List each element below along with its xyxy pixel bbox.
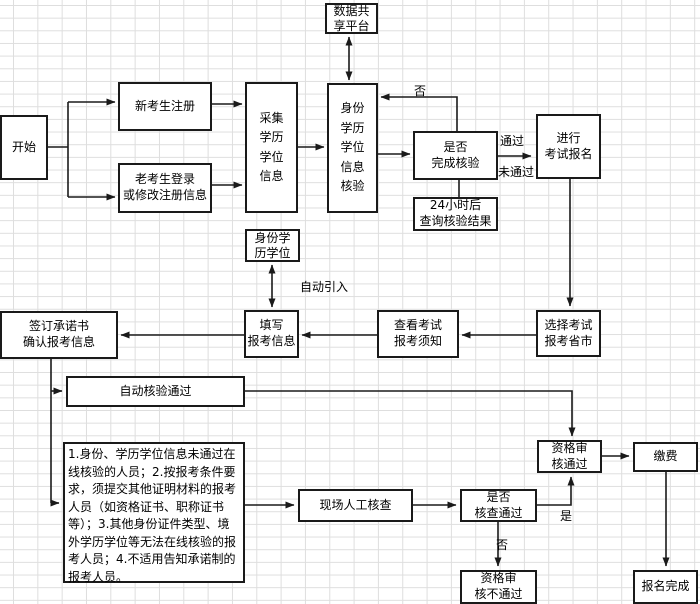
flow-node-sign-commitment: 签订承诺书 确认报考信息 bbox=[0, 311, 118, 359]
flow-node-payment: 缴费 bbox=[633, 442, 698, 472]
flow-node-auto-verify-passed: 自动核验通过 bbox=[66, 376, 245, 407]
flow-node-verify-info: 身份 学历 学位 信息 核验 bbox=[327, 83, 378, 213]
flow-node-id-edu-info: 身份学 历学位 bbox=[245, 229, 300, 262]
flow-node-check-passed: 是否 核查通过 bbox=[460, 489, 537, 522]
edge-label-auto-import: 自动引入 bbox=[300, 280, 349, 294]
flow-node-proceed-registration: 进行 考试报名 bbox=[536, 114, 601, 179]
edge-label-not-pass: 未通过 bbox=[498, 165, 535, 179]
edge-label-pass: 通过 bbox=[500, 134, 525, 148]
flow-node-data-platform: 数据共 享平台 bbox=[325, 3, 378, 34]
edge-label-yes: 是 bbox=[560, 509, 573, 523]
flow-node-collect-info: 采集 学历 学位 信息 bbox=[245, 82, 298, 213]
flow-node-select-province: 选择考试 报考省市 bbox=[536, 310, 601, 357]
flow-node-special-personnel: 1.身份、学历学位信息未通过在线核验的人员；2.按报考条件要求，须提交其他证明材… bbox=[63, 442, 245, 584]
connector-complete-no-return bbox=[380, 93, 458, 131]
flow-node-fill-info: 填写 报考信息 bbox=[244, 310, 299, 358]
flow-node-new-candidate: 新考生注册 bbox=[118, 82, 212, 131]
flow-node-old-candidate: 老考生登录 或修改注册信息 bbox=[118, 163, 212, 213]
flow-node-start: 开始 bbox=[0, 115, 48, 180]
flow-node-view-notice: 查看考试 报考须知 bbox=[377, 310, 459, 358]
flow-node-check-result: 24小时后 查询核验结果 bbox=[413, 197, 498, 231]
edge-label-verify-no: 否 bbox=[414, 84, 427, 98]
flow-node-complete-check: 是否 完成核验 bbox=[413, 131, 498, 180]
flow-node-onsite-check: 现场人工核查 bbox=[298, 489, 413, 522]
flow-node-qualification-failed: 资格审 核不通过 bbox=[460, 570, 537, 604]
flow-node-qualification-passed: 资格审 核通过 bbox=[537, 440, 602, 473]
flow-node-registration-complete: 报名完成 bbox=[633, 570, 698, 604]
connector-autopass-to-qualpass bbox=[245, 390, 576, 437]
edge-label-check-no: 否 bbox=[496, 538, 509, 552]
connector-checkpass-yes-to-qualpass bbox=[537, 476, 575, 506]
